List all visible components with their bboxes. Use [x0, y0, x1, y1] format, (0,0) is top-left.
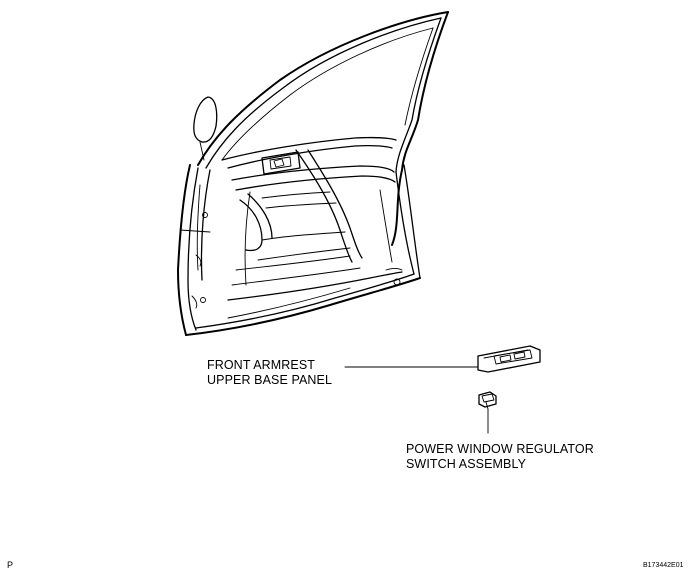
armrest-upper-base-panel-part — [477, 345, 541, 373]
switch-label-line1: POWER WINDOW REGULATOR — [406, 442, 594, 456]
figure-code: B173442E01 — [643, 562, 684, 569]
front-door-illustration — [177, 11, 449, 336]
armrest-label-line2: UPPER BASE PANEL — [207, 373, 333, 387]
switch-label-line2: SWITCH ASSEMBLY — [406, 457, 527, 471]
power-window-switch-part — [478, 391, 497, 410]
switch-label: POWER WINDOW REGULATOR SWITCH ASSEMBLY — [406, 442, 594, 472]
corner-mark: P — [7, 560, 14, 570]
armrest-label: FRONT ARMREST UPPER BASE PANEL — [207, 358, 332, 388]
armrest-label-line1: FRONT ARMREST — [207, 358, 316, 372]
